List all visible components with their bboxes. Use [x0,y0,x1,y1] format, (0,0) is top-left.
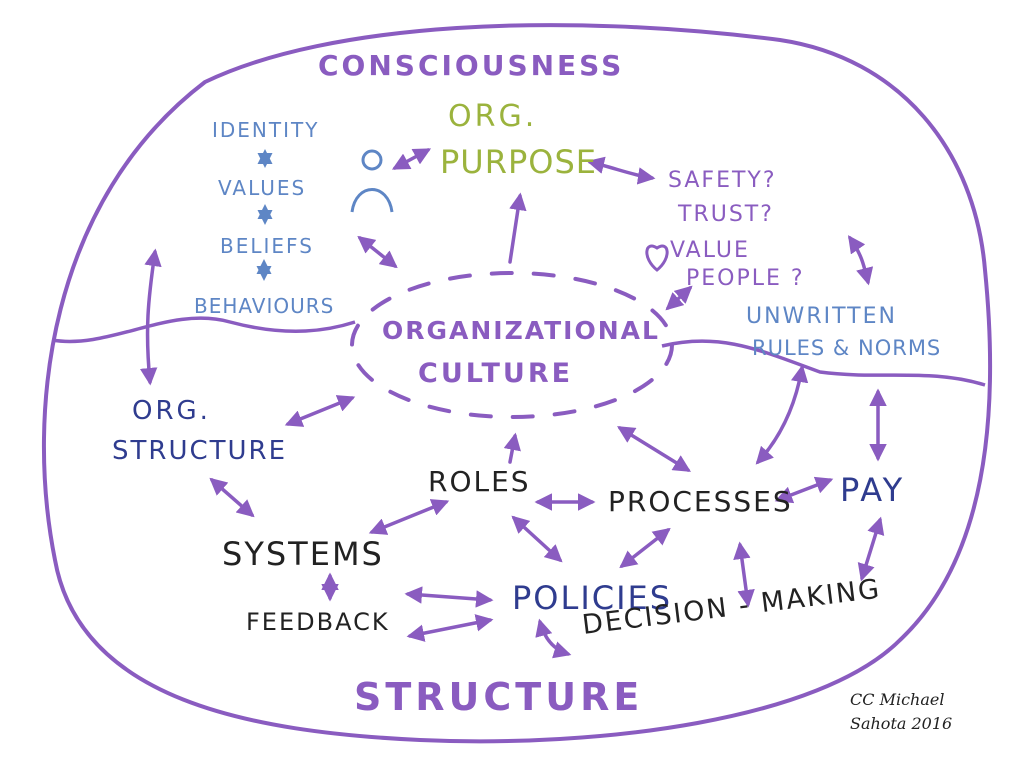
org-purpose-line2: PURPOSE [440,143,597,181]
beliefs-label: BELIEFS [220,234,314,258]
waterline [51,316,986,387]
behaviours-label: BEHAVIOURS [194,294,335,318]
identity-label: IDENTITY [212,118,320,142]
culture-cloud [350,271,674,419]
person-icon [350,149,394,213]
unwritten-line1: UNWRITTEN [746,304,897,329]
connection-arrows [139,148,887,659]
safety-label: SAFETY? [668,168,777,193]
structure-label: STRUCTURE [354,675,644,719]
outer-boundary [41,23,993,744]
roles-label: ROLES [428,465,531,498]
credit-line2: Sahota 2016 [850,714,953,733]
org-structure-line2: STRUCTURE [112,436,288,466]
credit-line1: CC Michael [850,690,945,709]
policies-label: POLICIES [512,579,673,617]
feedback-label: FEEDBACK [246,608,390,636]
unwritten-line2: RULES & NORMS [752,336,942,360]
identity-stack-arrows [256,149,273,281]
org-purpose-line1: ORG. [448,99,538,134]
org-structure-line1: ORG. [132,396,211,426]
values-label: VALUES [218,176,307,200]
org-culture-line2: CULTURE [418,358,574,389]
heart-icon [645,244,669,272]
value-people-line2: PEOPLE ? [686,266,805,291]
org-culture-line1: ORGANIZATIONAL [382,316,660,345]
consciousness-label: CONSCIOUSNESS [318,49,625,82]
value-people-line1: VALUE [670,238,750,263]
pay-label: PAY [840,471,906,509]
trust-label: TRUST? [678,202,774,227]
systems-label: SYSTEMS [222,535,384,573]
processes-label: PROCESSES [608,485,793,518]
